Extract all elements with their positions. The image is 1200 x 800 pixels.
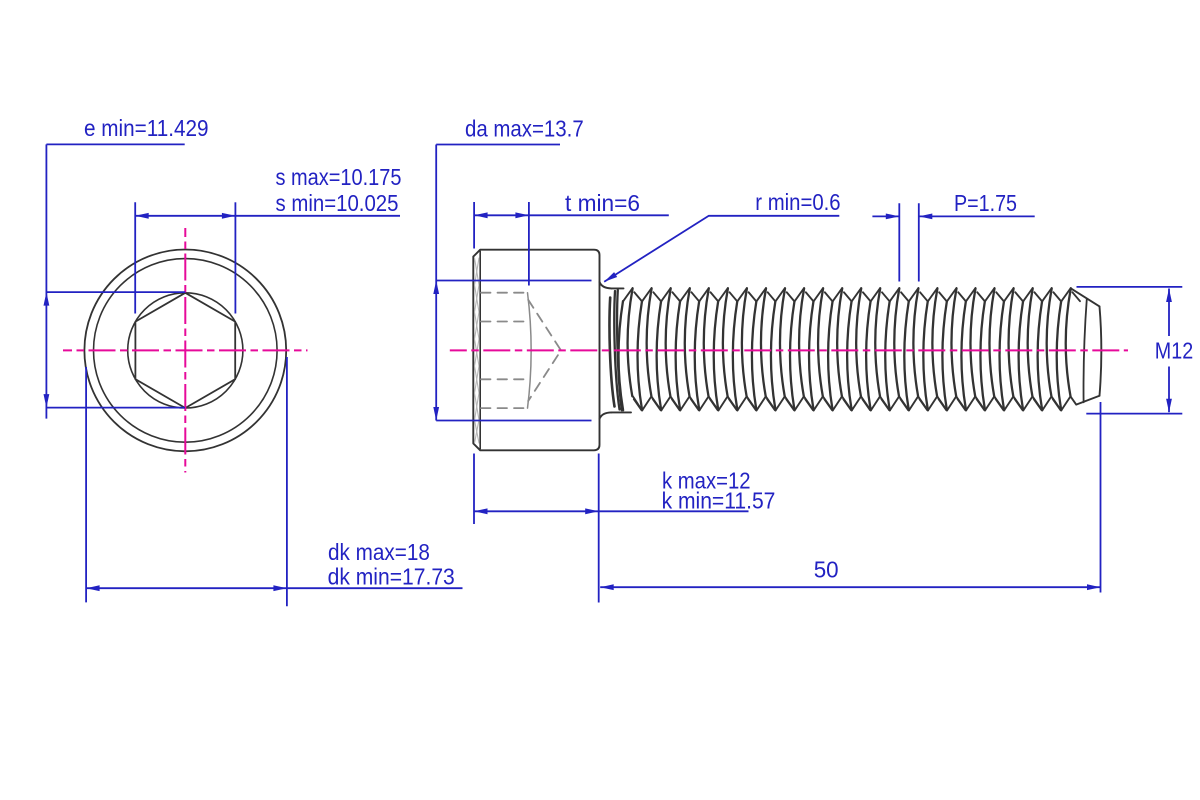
svg-text:s max=10.175: s max=10.175 (276, 164, 402, 190)
svg-text:r min=0.6: r min=0.6 (755, 189, 840, 215)
svg-text:da max=13.7: da max=13.7 (465, 116, 584, 142)
svg-text:e min=11.429: e min=11.429 (84, 115, 209, 141)
svg-text:dk min=17.73: dk min=17.73 (328, 563, 455, 589)
svg-text:t min=6: t min=6 (565, 190, 640, 216)
svg-text:s min=10.025: s min=10.025 (276, 190, 399, 216)
svg-text:M12: M12 (1155, 337, 1193, 363)
svg-text:k max=12: k max=12 (662, 467, 751, 493)
svg-text:dk max=18: dk max=18 (328, 539, 430, 565)
svg-text:50: 50 (814, 557, 839, 583)
svg-text:k min=11.57: k min=11.57 (662, 488, 776, 514)
svg-text:P=1.75: P=1.75 (954, 190, 1017, 216)
